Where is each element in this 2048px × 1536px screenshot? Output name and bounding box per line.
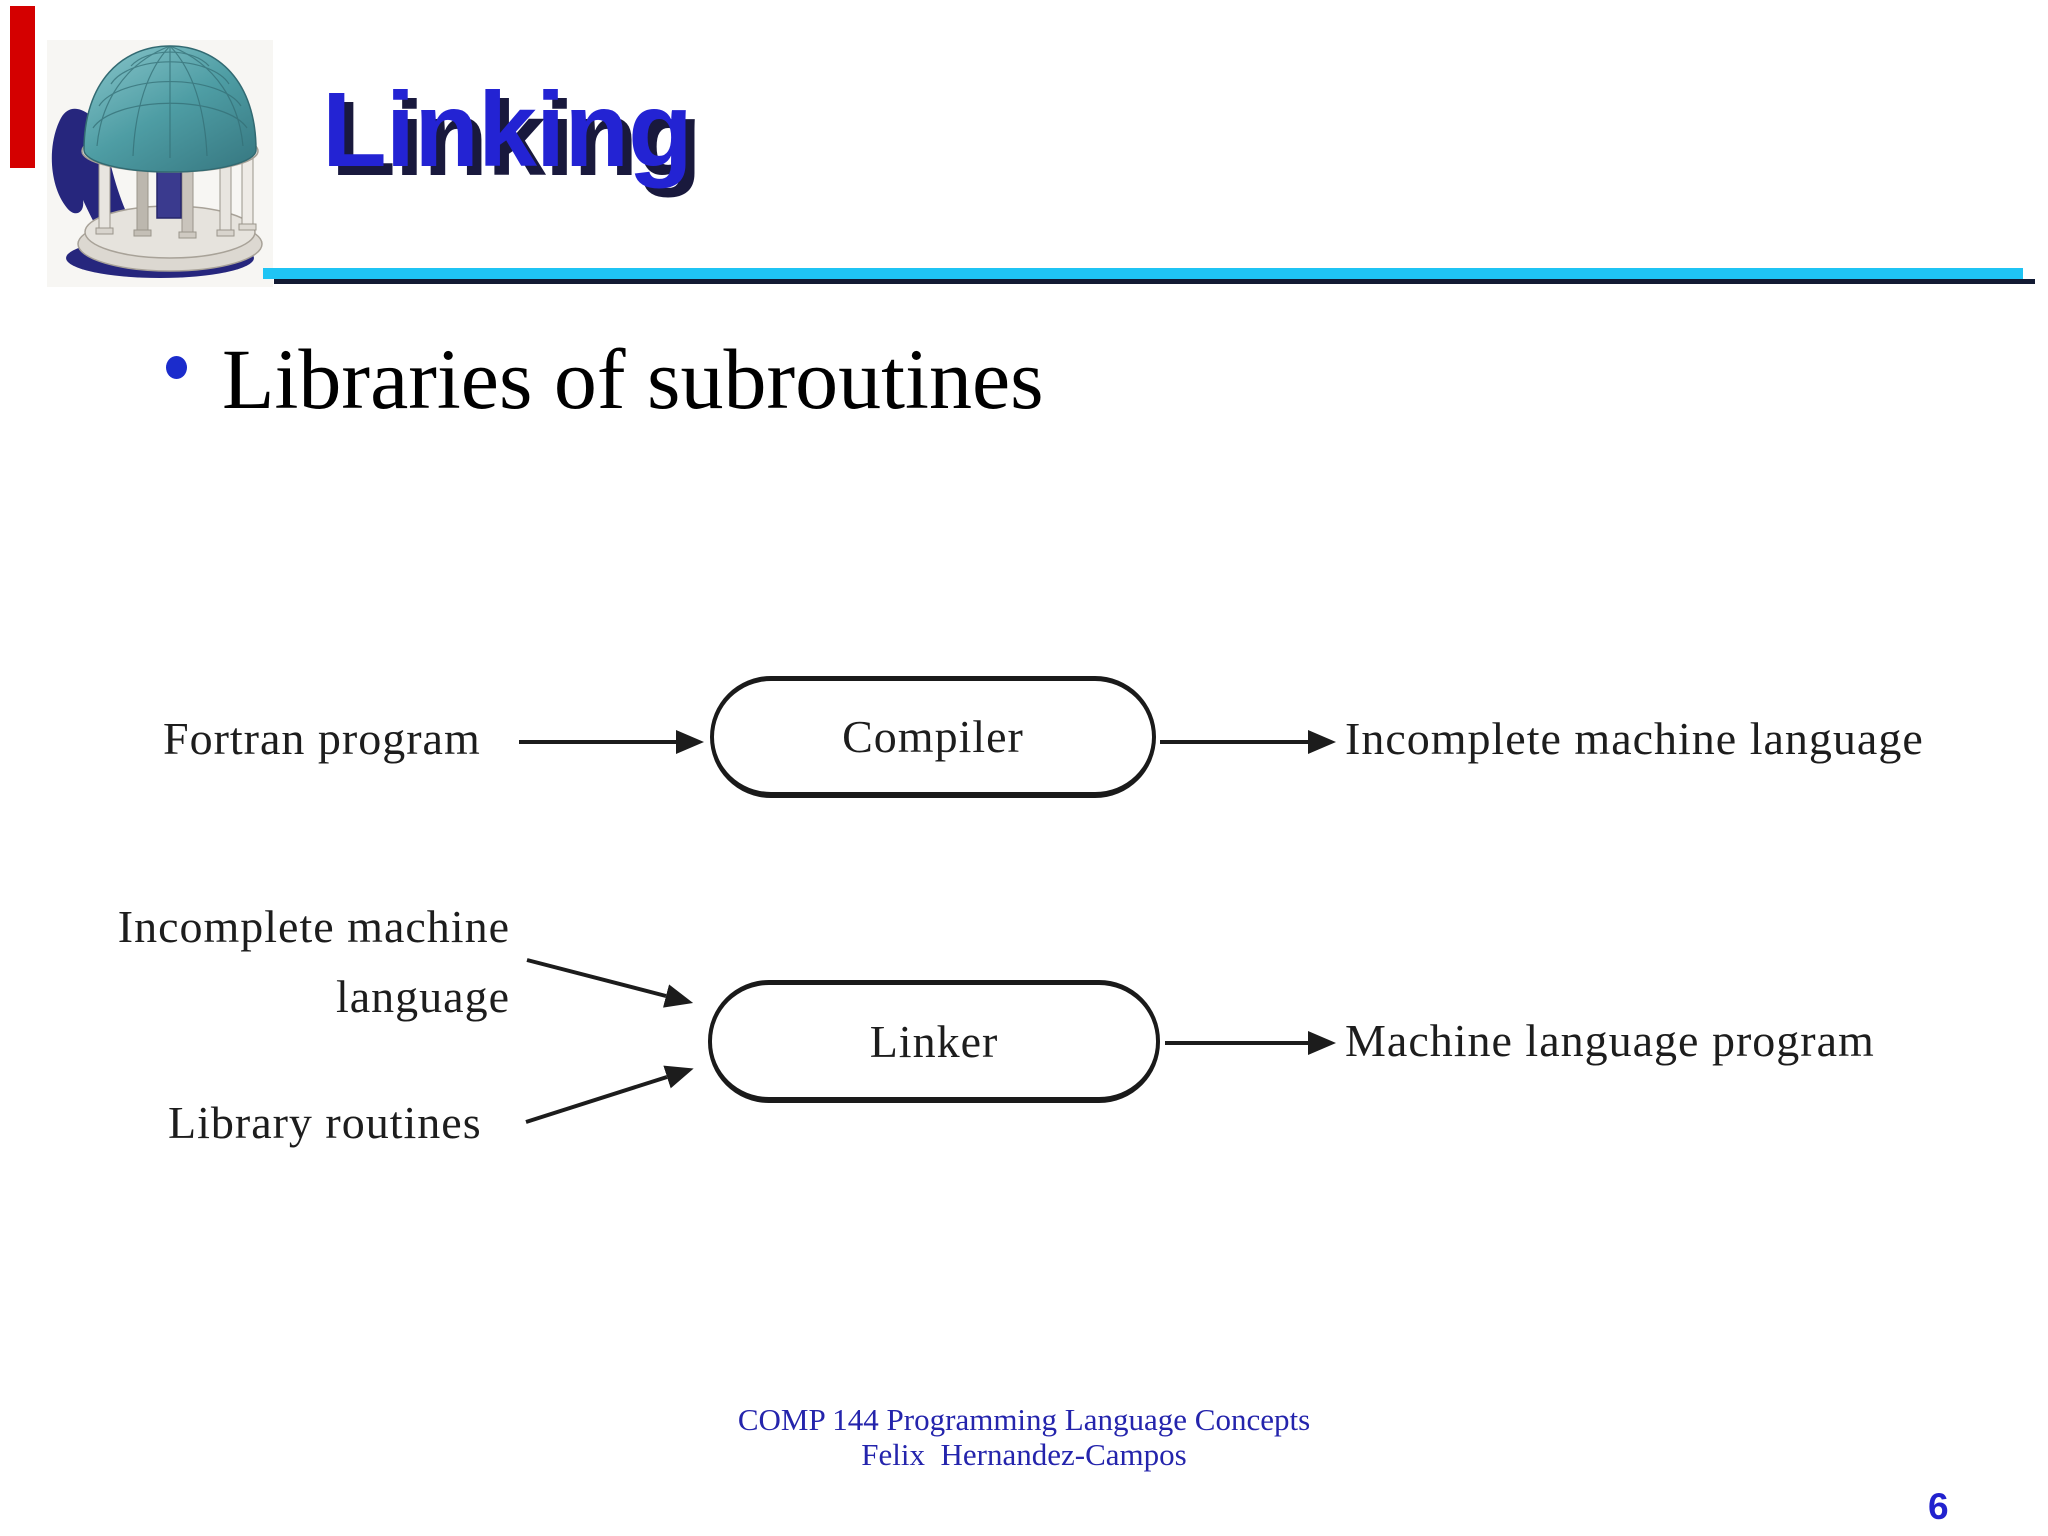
label-incomplete-machine-line1: Incomplete machine: [117, 901, 510, 952]
title-underline: [263, 268, 2023, 279]
compiler-label: Compiler: [842, 711, 1024, 762]
page-number: 6: [1928, 1486, 1949, 1527]
label-library-routines: Library routines: [168, 1097, 482, 1148]
label-incomplete-machine-language-output: Incomplete machine language: [1345, 713, 1924, 764]
footer-author: Felix Hernandez-Campos: [861, 1437, 1187, 1472]
bullet-marker: [166, 356, 187, 379]
label-incomplete-machine-language-input: Incomplete machine language: [118, 892, 510, 1032]
footer: COMP 144 Programming Language Concepts F…: [0, 1402, 2048, 1472]
logo-columns: [95, 155, 257, 239]
label-machine-language-program: Machine language program: [1345, 1015, 1875, 1066]
bullet-text: Libraries of subroutines: [222, 331, 1044, 427]
arrow-incomplete-to-linker: [526, 958, 694, 1008]
unc-old-well-logo: [47, 40, 273, 287]
compiler-box: Compiler: [710, 676, 1156, 798]
label-fortran-program: Fortran program: [163, 713, 481, 764]
title-underline-shadow: [274, 279, 2035, 284]
logo-well: [156, 167, 182, 219]
arrow-library-to-linker: [525, 1065, 694, 1124]
red-accent-bar: [10, 6, 35, 168]
footer-course: COMP 144 Programming Language Concepts: [737, 1402, 1311, 1437]
label-incomplete-machine-line2: language: [335, 971, 510, 1022]
linker-label: Linker: [869, 1015, 999, 1067]
linker-box: Linker: [708, 980, 1160, 1103]
slide-title: Linking: [322, 71, 693, 189]
